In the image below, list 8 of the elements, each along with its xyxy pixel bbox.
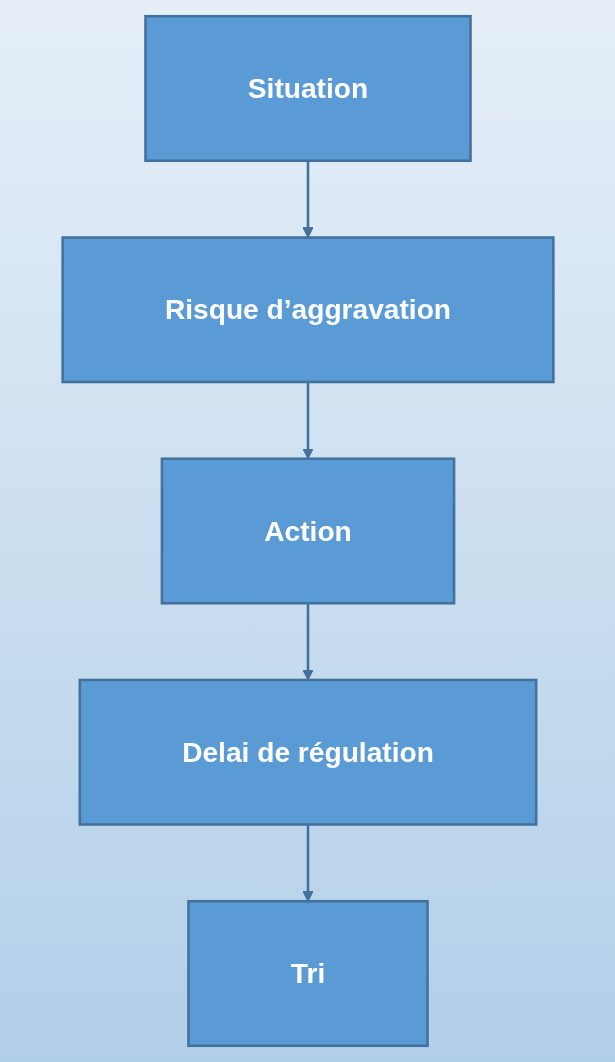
arrow: [301, 603, 314, 681]
node-box: Tri: [186, 899, 429, 1048]
node-box: Action: [160, 457, 455, 605]
arrow: [301, 824, 314, 902]
arrow: [301, 160, 314, 238]
node-box: Situation: [143, 14, 472, 163]
node-box: Delai de régulation: [78, 678, 537, 826]
node-box: Risque d’aggravation: [60, 236, 555, 384]
